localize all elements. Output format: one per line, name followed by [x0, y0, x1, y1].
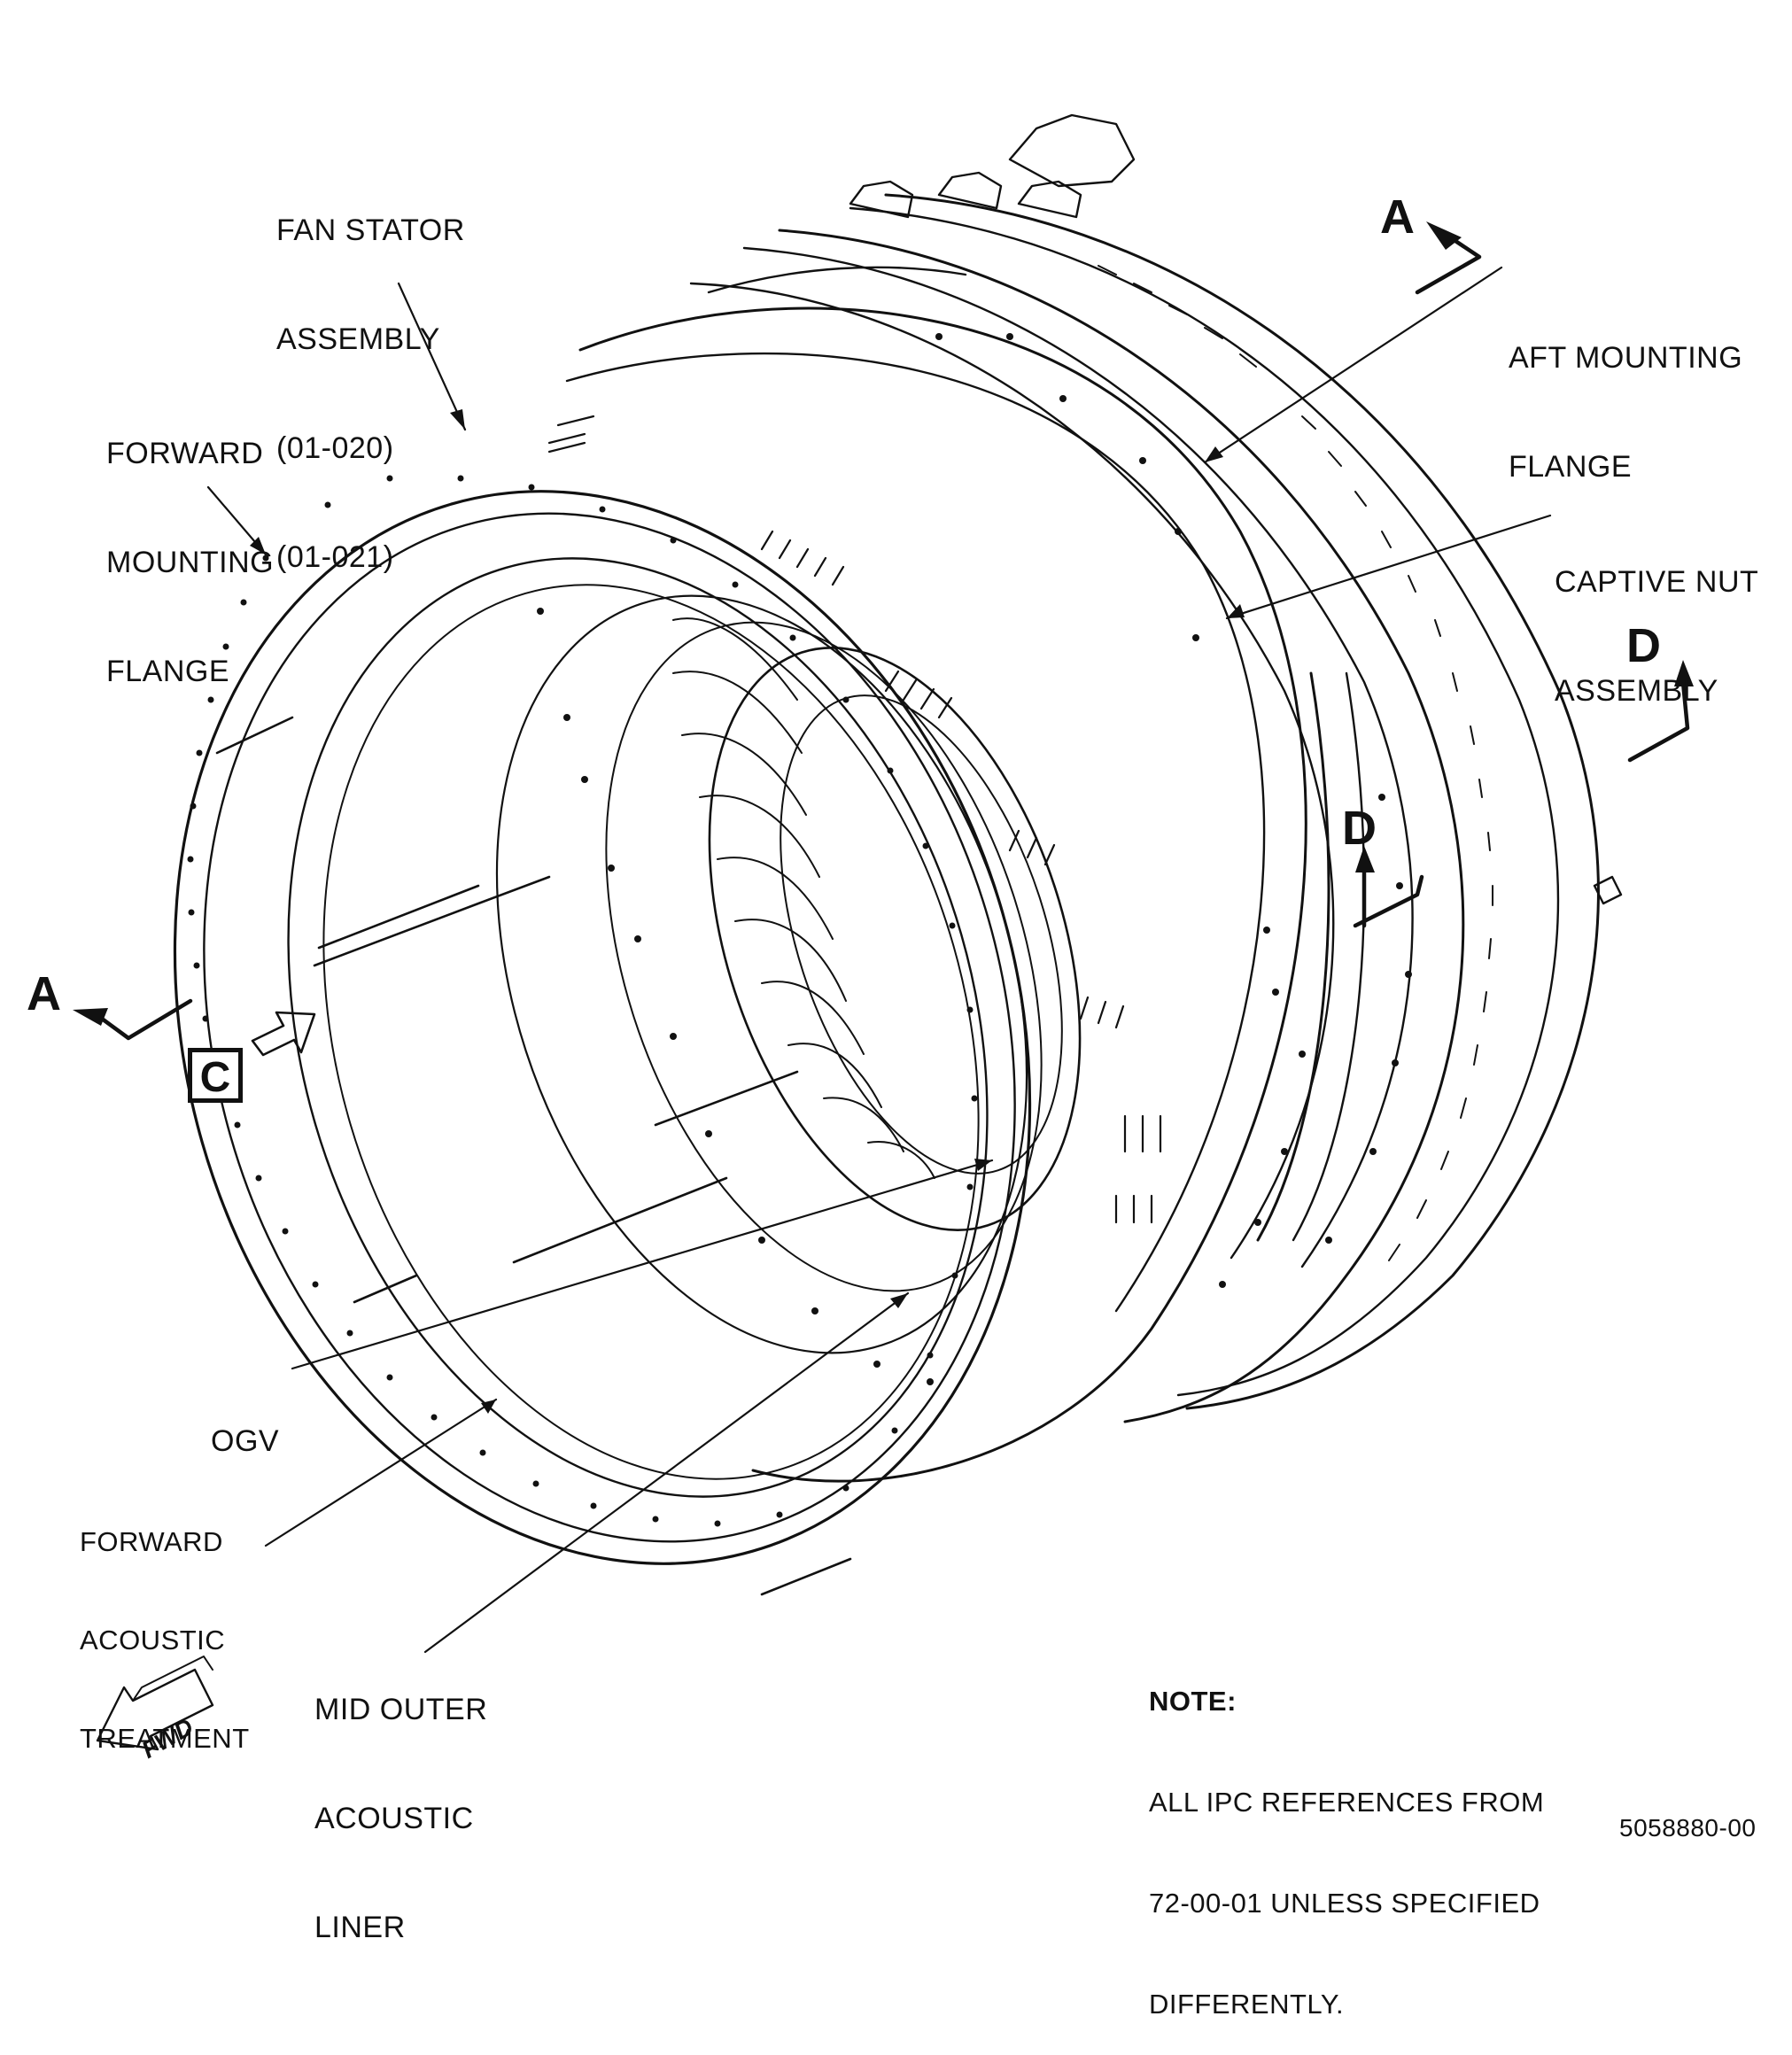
- section-a-left-mark: A: [27, 967, 61, 1020]
- liner-fasteners: [537, 333, 1412, 1385]
- forward-mounting-flange-label: FORWARD MOUNTING FLANGE: [106, 437, 275, 688]
- leader-arrowheads: [250, 409, 1245, 1414]
- section-d-right-mark: D: [1626, 619, 1661, 672]
- aft-mounting-flange-label: AFT MOUNTING FLANGE: [1509, 341, 1743, 484]
- view-c-box: C: [188, 1048, 243, 1103]
- top-mount-lugs: [849, 113, 1623, 905]
- note-line: DIFFERENTLY.: [1149, 1989, 1345, 2020]
- leader-lines: [206, 266, 1552, 1654]
- note-line: 72-00-01 UNLESS SPECIFIED: [1149, 1888, 1540, 1919]
- section-a-cut-lines: [99, 237, 1482, 1041]
- ogv-vanes: [672, 617, 935, 1179]
- fwd-arrow-top-face: [132, 1656, 213, 1702]
- fan-case-illustration: [73, 113, 1694, 1751]
- figure-number: 5058880-00: [1619, 1814, 1757, 1842]
- fwd-arrow: [96, 1668, 214, 1751]
- section-a-arrowheads: [73, 221, 1462, 1026]
- note-block: NOTE: ALL IPC REFERENCES FROM 72-00-01 U…: [1149, 1617, 1544, 2055]
- aft-flange-bands: [689, 193, 1600, 1423]
- captive-nut-assembly-label: CAPTIVE NUT ASSEMBLY: [1555, 565, 1759, 708]
- ogv-label: OGV: [211, 1424, 280, 1458]
- fan-stator-assembly-label: FAN STATOR ASSEMBLY (01-020) (01-021): [276, 213, 465, 574]
- section-d-arrowheads: [1355, 660, 1694, 872]
- forward-acoustic-treatment-label: FORWARD ACOUSTIC TREATMENT: [80, 1526, 250, 1754]
- note-heading: NOTE:: [1149, 1686, 1237, 1717]
- view-c-arrow: [251, 1011, 316, 1057]
- case-outer-skin: [565, 266, 1307, 1483]
- flange-fasteners: [187, 475, 978, 1527]
- case-hatch-marks: [547, 415, 1162, 1224]
- section-d-mid-mark: D: [1342, 802, 1377, 855]
- section-a-top-mark: A: [1380, 190, 1415, 244]
- section-d-cut-lines: [1353, 679, 1690, 928]
- aft-band-slots: [1098, 265, 1493, 1261]
- liner-panel-seams: [215, 716, 852, 1596]
- mid-outer-acoustic-liner-label: MID OUTER ACOUSTIC LINER: [314, 1693, 488, 1944]
- note-line: ALL IPC REFERENCES FROM: [1149, 1787, 1545, 1818]
